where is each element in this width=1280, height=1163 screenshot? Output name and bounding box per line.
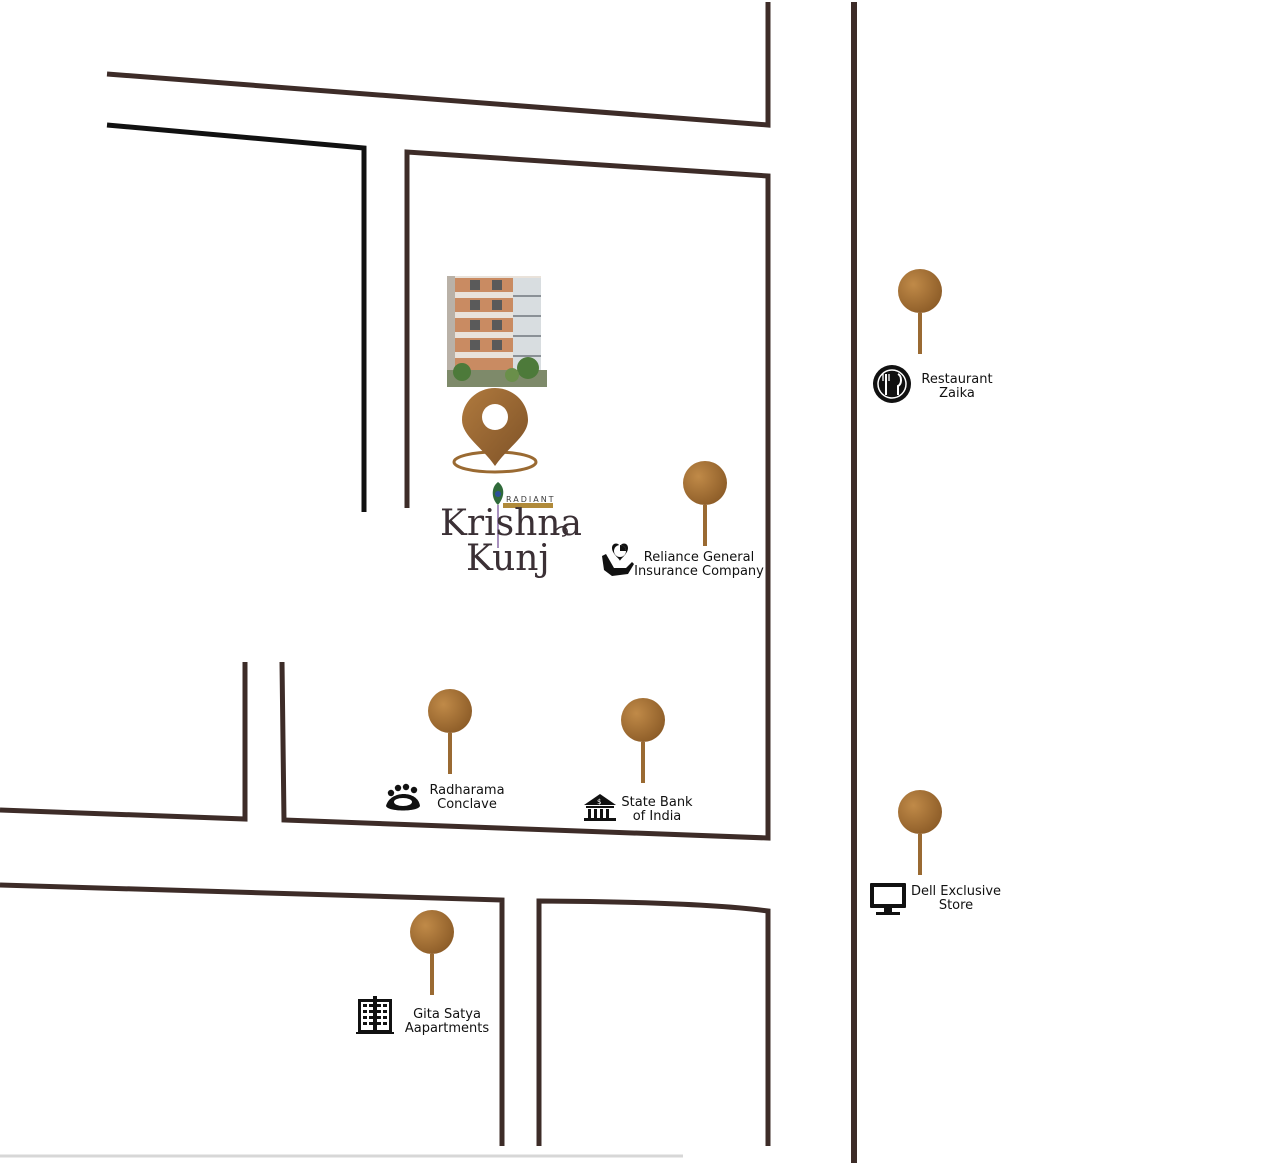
- poi-label-line2: Store: [938, 898, 974, 913]
- road-center-block-outline: [279, 149, 771, 841]
- poi-label-line1: Gita Satya: [413, 1007, 481, 1022]
- poi-label-line2: Insurance Company: [634, 564, 764, 579]
- poi-label-line2: Conclave: [437, 797, 497, 812]
- insurance-hand-icon: [602, 543, 634, 576]
- svg-text:$: $: [597, 798, 601, 806]
- project-logo: RADIANT Krishna Kunj: [440, 482, 582, 579]
- road-left-upper-segment: [106, 122, 367, 512]
- community-icon: [386, 783, 420, 811]
- project-building-image: [447, 276, 547, 387]
- poi-pin-gita-satya: [410, 910, 454, 995]
- road-left-lower-segment: [0, 662, 248, 822]
- poi-label-line2: Aapartments: [404, 1021, 490, 1036]
- poi-label-line2: of India: [632, 809, 682, 824]
- poi-label-line1: Restaurant: [921, 372, 993, 387]
- bank-icon: $: [584, 794, 616, 821]
- poi-label-state-bank: State Bank of India: [614, 796, 700, 824]
- poi-label-line1: Reliance General: [643, 550, 755, 565]
- road-bottom-left-segment: [0, 882, 505, 1146]
- monitor-icon: [870, 883, 906, 915]
- poi-pin-restaurant-zaika: [898, 269, 942, 354]
- poi-label-restaurant-zaika: Restaurant Zaika: [912, 373, 1002, 401]
- apartment-icon: [356, 996, 394, 1034]
- project-location-marker: [452, 388, 538, 474]
- poi-label-line1: State Bank: [621, 795, 693, 810]
- project-name-line1: Krishna: [440, 503, 582, 544]
- poi-label-gita-satya: Gita Satya Aapartments: [400, 1008, 494, 1036]
- poi-pin-state-bank: [621, 698, 665, 783]
- restaurant-icon: [873, 365, 911, 403]
- poi-pin-radharama-conclave: [428, 689, 472, 774]
- road-top-block-outline: [106, 2, 771, 128]
- poi-label-dell-store: Dell Exclusive Store: [906, 885, 1006, 913]
- brand-name: RADIANT: [506, 495, 556, 504]
- poi-label-reliance-general: Reliance General Insurance Company: [634, 551, 764, 579]
- poi-pin-dell-store: [898, 790, 942, 875]
- poi-label-radharama-conclave: Radharama Conclave: [422, 784, 512, 812]
- poi-label-line2: Zaika: [939, 386, 975, 401]
- project-name-line2: Kunj: [466, 538, 550, 579]
- poi-pin-reliance-general: [683, 461, 727, 546]
- road-network: [0, 2, 857, 1163]
- poi-label-line1: Radharama: [429, 783, 505, 798]
- road-bottom-right-block: [536, 898, 771, 1146]
- poi-label-line1: Dell Exclusive: [910, 884, 1002, 899]
